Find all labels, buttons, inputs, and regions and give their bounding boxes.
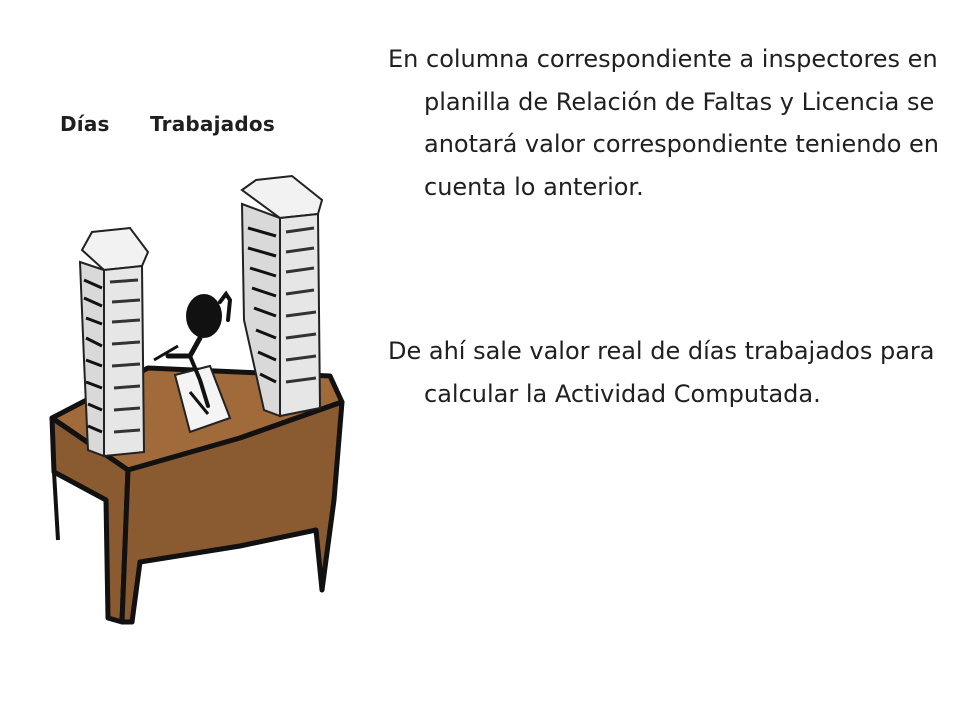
days-label: Días <box>60 112 110 136</box>
left-paper-stack <box>78 226 150 458</box>
worked-label: Trabajados <box>150 112 275 136</box>
right-paper-stack <box>240 174 324 418</box>
paragraph-second: De ahí sale valor real de días trabajado… <box>388 337 935 408</box>
worker-head <box>186 294 222 338</box>
worker-body <box>165 335 203 359</box>
desk-paper <box>173 364 232 434</box>
worker-desk-paper-stacks-icon <box>49 174 345 625</box>
paragraph-first: En columna correspondiente a inspectores… <box>388 45 939 201</box>
